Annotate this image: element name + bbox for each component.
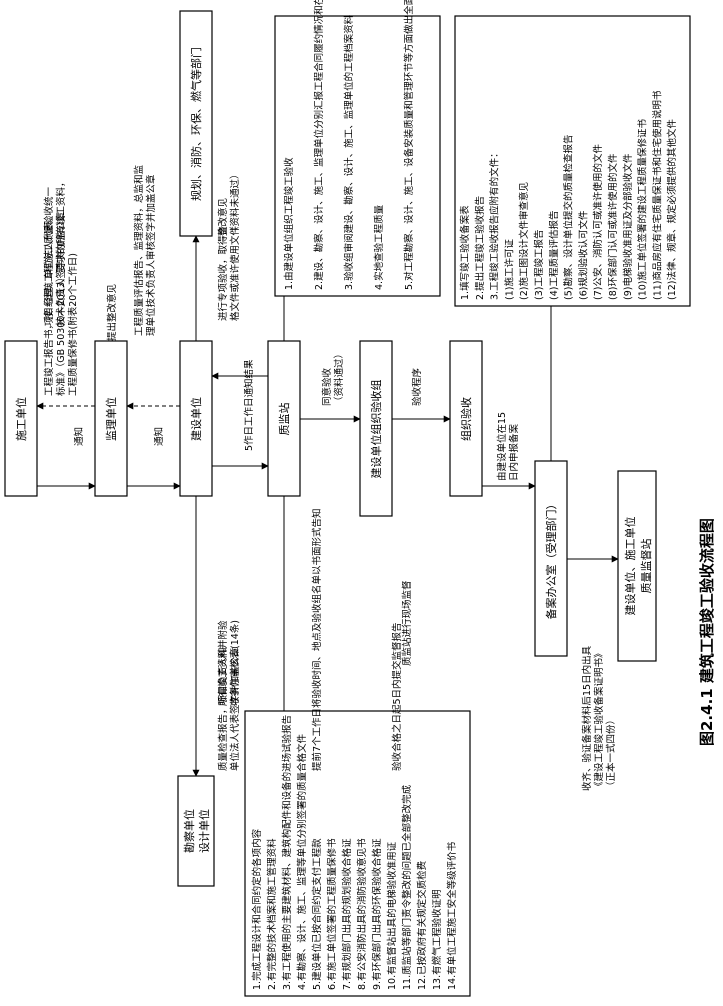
agree-acceptance-line1: 同意验收 xyxy=(321,367,333,406)
construction-report-line3: 工程质量保修书(附表20个工作日) xyxy=(67,253,79,396)
acceptance-procedure-label: 验收程序 xyxy=(411,367,423,406)
notify-result: 5作日工作日通知结果 xyxy=(243,359,255,451)
notice-time-label: 提前7个工作日将验收时间、地点及验收组名单以书面形式告知 xyxy=(311,508,323,771)
supervision-unit-label: 监理单位 xyxy=(104,397,118,441)
on-site-supervision-label: 质监站进行现场监督 xyxy=(401,580,413,666)
final-parties-box xyxy=(617,470,657,662)
design-units-line2: 设计单位 xyxy=(197,809,211,853)
filing-doc-item: 3.工程竣工验收报告应附有的文件： xyxy=(489,148,501,300)
filing-doc-item: (2)施工图设计文件审查意见 xyxy=(518,182,530,300)
supervision-report-line2: 理单位技术负责人审核签字并加盖公章 xyxy=(145,174,157,336)
acceptance-team-box xyxy=(359,340,393,517)
rectify-label: 提出整改意见 xyxy=(106,284,118,341)
construction-unit-box xyxy=(4,340,38,497)
rectify-opinion-line2: （资料未通过） xyxy=(229,169,241,236)
design-report-line1: 质量检查报告，项目负责人和 xyxy=(217,647,229,771)
report-time-label: 验收合格之日起5日内提交监督报告 xyxy=(391,622,403,771)
condition-item: 10.有监督站出具的电梯验收准用证 xyxy=(386,841,398,990)
filing-doc-item: 2.提出工程竣工验收报告 xyxy=(474,196,486,300)
supervision-unit-box xyxy=(94,340,128,497)
filing-doc-item: (9)电梯验收准用证及分部验收文件 xyxy=(622,153,634,300)
construction-report-line1: 工程竣工报告书，按《建筑工程施工质量验收统一 xyxy=(43,186,55,396)
condition-item: 8.有公安消防出具的消防验收意见书 xyxy=(356,838,368,990)
filing-doc-item: (1)施工许可证 xyxy=(503,239,515,300)
conditions-box xyxy=(244,710,471,997)
special-acceptance-line1: 进行专项验收，取得合 xyxy=(217,225,229,321)
construction-report-line2: 标准》（GB 50300—2013）要求的所有竣工资料， xyxy=(55,177,67,396)
verify-docs-line3: （正本一式四份） xyxy=(605,715,617,791)
filing-doc-item: (11)商品房应有住宅质量保证书和住宅使用说明书 xyxy=(651,90,663,300)
filing-doc-item: (3)工程竣工报告 xyxy=(533,230,545,300)
filing-doc-item: (4)工程质量评估报告 xyxy=(548,211,560,300)
verify-docs-line1: 收齐、验证备案材料后15日内出具 xyxy=(581,645,593,791)
filing-doc-item: (7)公安、消防认可或准许使用的文件 xyxy=(592,144,604,300)
building-unit-label: 建设单位 xyxy=(189,397,203,441)
all-docs-line1: 所有竣工资料并附验 xyxy=(217,620,229,706)
verify-docs-line2: 《建设工程竣工验收备案证明书》 xyxy=(593,648,605,791)
figure-caption: 图2.4.1 建筑工程竣工验收流程图 xyxy=(698,518,716,746)
acceptance-team-label: 建设单位组织验收组 xyxy=(369,380,383,479)
final-parties-line1: 建设单位、施工单位 xyxy=(623,517,637,616)
pm-signature-line1: 项目经理、单位法人代表、 xyxy=(43,212,55,326)
condition-item: 6.有施工单位签署的工程质量保修书 xyxy=(326,838,338,990)
notify-label-2: 通知 xyxy=(153,427,165,446)
agree-acceptance-line2: （资料通过） xyxy=(333,349,345,406)
filing-doc-item: (12)法律、规章、规定必须提供的其他文件 xyxy=(666,118,678,300)
procedure-list: 1.由建设单位组织工程竣工验收 2.建设、勘察、设计、施工、监理单位分别汇报工程合… xyxy=(283,0,415,290)
procedure-item: 3.验收组审阅建设、勘察、设计、施工、监理单位的工程档案资料 xyxy=(343,14,355,290)
condition-item: 7.有规划部门出具的规划验收合格证 xyxy=(341,838,353,990)
condition-item: 4.有勘察、设计、施工、监理等单位分别签署的质量合格文件 xyxy=(296,733,308,990)
all-docs-line2: 收条件审核表(14条) xyxy=(229,620,241,706)
quality-station-label: 质监站 xyxy=(277,403,291,436)
condition-item: 11.质监站等部门责令整改的问题已全部整改完成 xyxy=(401,784,413,990)
pm-signature-line2: 技术负责人签字并加盖公章 xyxy=(55,211,67,326)
apply-filing-line1: 由建设单位在15 xyxy=(496,412,508,481)
procedure-box xyxy=(274,15,441,297)
filing-doc-item: (10)施工单位签署的建设工程质量保修证书 xyxy=(637,118,649,300)
filing-doc-item: 1.填写竣工验收备案表 xyxy=(459,205,471,300)
filing-doc-item: (8)环保部门认可或准许使用的文件 xyxy=(607,153,619,300)
condition-item: 2.有完整的技术档案和施工管理资料 xyxy=(266,838,278,990)
organize-acceptance-label: 组织验收 xyxy=(459,397,473,441)
condition-item: 5.建设单位已按合同约定支付工程款 xyxy=(311,838,323,990)
filing-docs-box xyxy=(454,15,691,307)
design-units-line1: 勘察单位 xyxy=(182,809,196,853)
condition-item: 13.有燃气工程验收证明 xyxy=(431,889,443,990)
condition-item: 14.有单位工程施工安全等级评价书 xyxy=(446,841,458,990)
design-report-line2: 单位法人代表签字并加盖公章 xyxy=(229,647,241,771)
construction-unit-label: 施工单位 xyxy=(14,397,28,441)
procedure-item: 5.对工程勘察、设计、施工、设备安装质量和管理环节等方面做出全面评价，并填写工程… xyxy=(403,0,415,290)
procedure-item: 4.实地查验工程质量 xyxy=(373,204,385,290)
filing-doc-item: (5)勘察、设计单位提交的质量检查报告 xyxy=(563,135,575,300)
filing-office-label: 备案办公室（受理部门） xyxy=(544,499,558,620)
special-acceptance-line2: 格文件或准许使用文件 xyxy=(229,225,241,321)
notify-label-1: 通知 xyxy=(73,427,85,446)
procedure-item: 2.建设、勘察、设计、施工、监理单位分别汇报工程合同履约情况和在工程建设各环节执… xyxy=(313,0,325,290)
condition-item: 9.有环保部门出具的环保验收合格证 xyxy=(371,838,383,990)
rectify-opinion-line1: 整改意见 xyxy=(217,198,229,236)
supervision-report-line1: 工程质量评估报告、监理资料，总监和监 xyxy=(133,164,145,336)
condition-item: 3.有工程使用的主要建筑材料、建筑构配件和设备的进场试验报告 xyxy=(281,715,293,990)
procedure-item: 1.由建设单位组织工程竣工验收 xyxy=(283,157,295,290)
final-parties-line2: 质量监督站 xyxy=(639,539,653,594)
authorities-label: 规划、消防、环保、燃气等部门 xyxy=(189,47,203,201)
apply-filing-line2: 日内申报备案 xyxy=(508,423,520,481)
filing-doc-item: (6)规划验收认可文件 xyxy=(577,210,589,300)
condition-item: 1.完成工程设计和合同约定的各项内容 xyxy=(251,828,263,990)
condition-item: 12.已按政府有关规定交质检费 xyxy=(416,861,428,990)
